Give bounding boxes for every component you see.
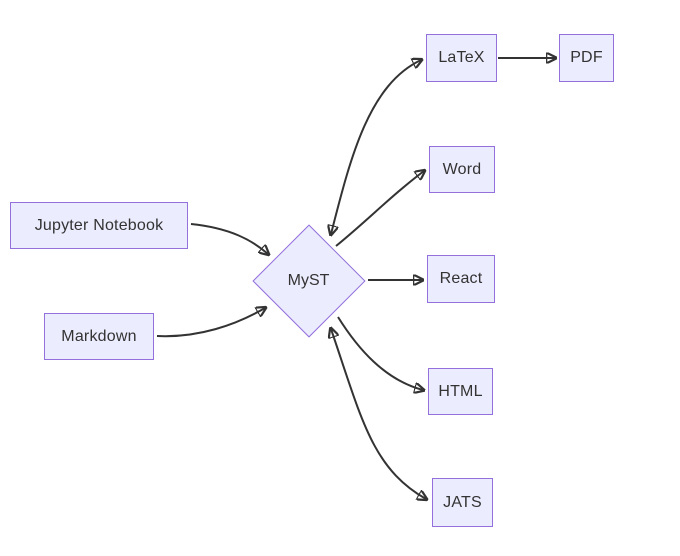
edge-myst-jats-bidirectional <box>331 329 426 499</box>
edge-myst-latex-bidirectional <box>331 60 421 234</box>
node-pdf: PDF <box>559 34 614 82</box>
node-word-label: Word <box>442 160 482 178</box>
node-html: HTML <box>428 368 493 415</box>
node-latex: LaTeX <box>426 34 497 82</box>
node-react: React <box>427 255 495 303</box>
node-myst: MyST <box>251 223 366 338</box>
node-markdown: Markdown <box>44 313 154 360</box>
node-html-label: HTML <box>438 382 483 400</box>
node-latex-label: LaTeX <box>438 49 485 66</box>
node-jats-label: JATS <box>443 493 482 511</box>
node-word: Word <box>429 146 495 193</box>
node-markdown-label: Markdown <box>61 327 137 345</box>
node-jupyter-notebook-label: Jupyter Notebook <box>34 216 164 234</box>
node-jats: JATS <box>432 478 493 527</box>
edge-jupyter-to-myst <box>190 223 268 254</box>
node-react-label: React <box>439 270 483 287</box>
edge-markdown-to-myst <box>156 308 265 338</box>
node-pdf-label: PDF <box>570 49 603 66</box>
node-myst-label: MyST <box>287 271 330 289</box>
edge-myst-to-word <box>335 171 424 247</box>
node-jupyter-notebook: Jupyter Notebook <box>10 202 188 249</box>
